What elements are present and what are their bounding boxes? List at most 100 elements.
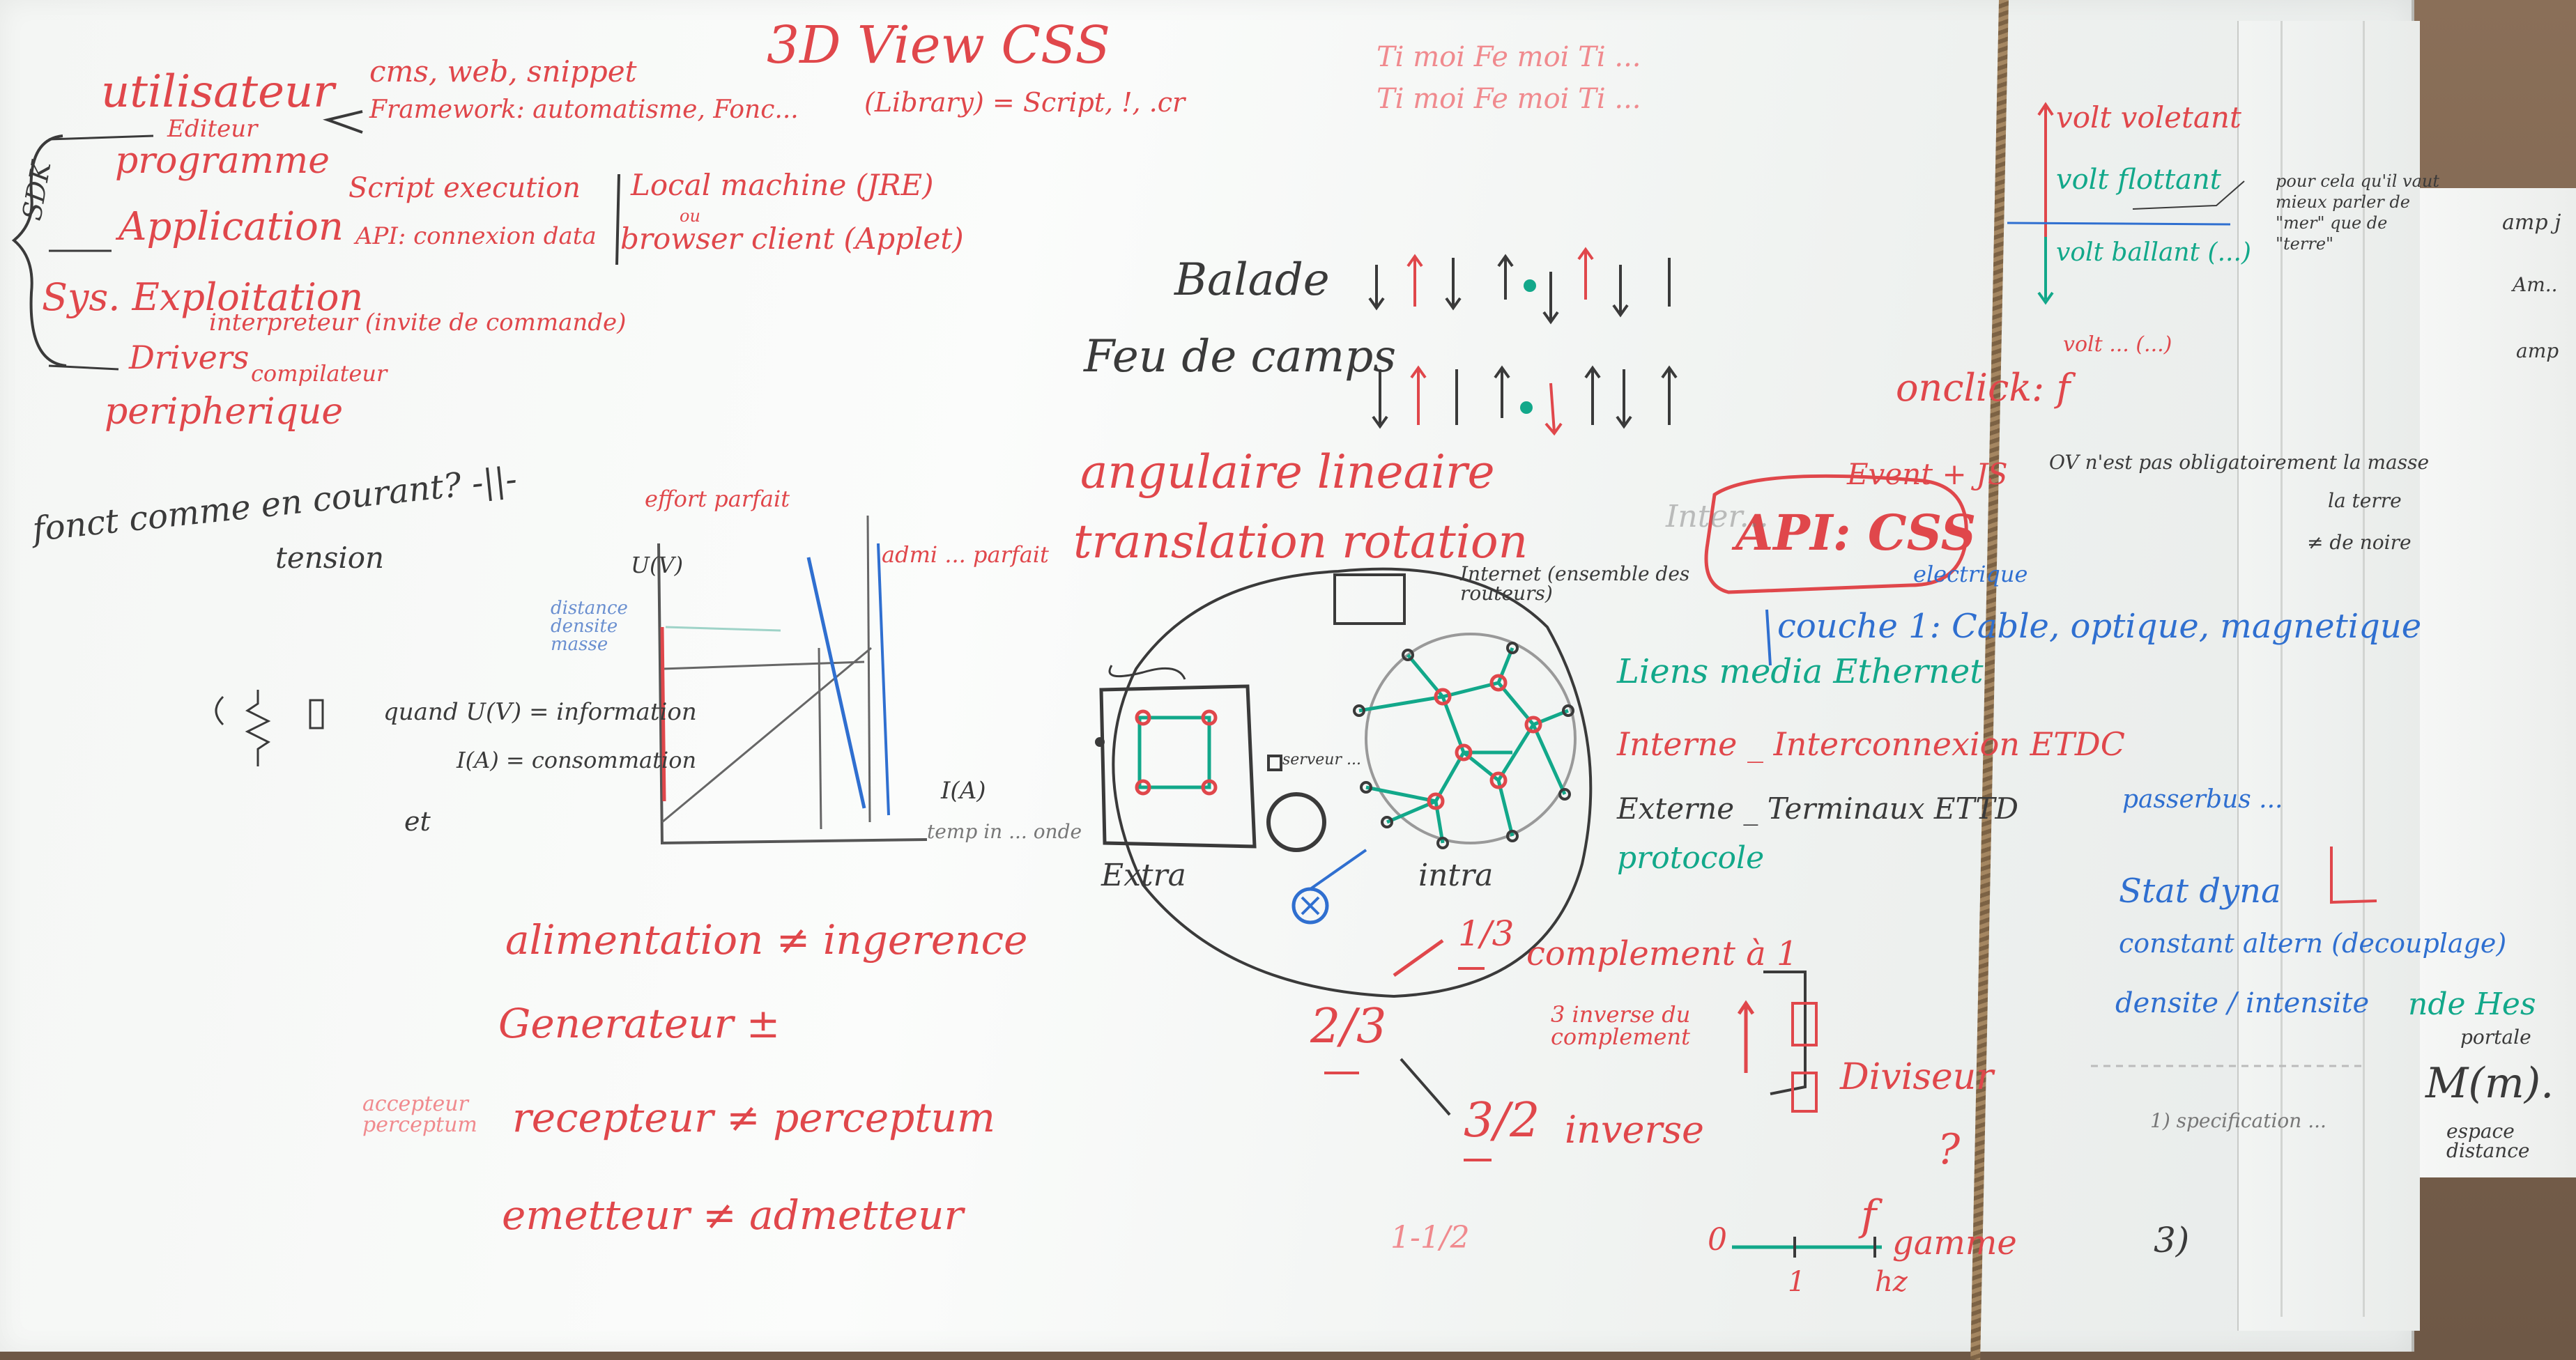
note-api-css: API: CSS [1735,504,1977,562]
frac-three-halves: 3/2 [1464,1093,1540,1148]
note-angulaire: angulaire lineaire [1080,445,1495,499]
note-framework: Framework: automatisme, Fonc... [369,95,799,124]
note-ou: ou [680,206,700,226]
note-event-js: Event + JS [1847,457,2008,491]
note-noir: ≠ de noire [2307,531,2412,554]
note-specification: 1) specification ... [2150,1109,2326,1132]
api-bubble [1704,474,1968,594]
resistor-box [309,699,324,729]
note-admi-parfait: admi ... parfait [882,541,1049,568]
separator-line [615,173,620,265]
chart-blue-line [877,543,890,816]
note-volt-pesant: volt ... (...) [2063,332,2172,357]
note-gamme: gamme [1892,1223,2017,1262]
panel-seam [2363,21,2365,1317]
feu-arrows [1372,365,1678,429]
chart-red-line [660,626,666,802]
frac-line [1393,938,1444,978]
note-protocole: protocole [1617,840,1765,876]
note-editeur: Editeur [167,115,258,143]
note-electrique: electrique [1913,561,2028,587]
label-extra: Extra [1101,858,1186,893]
frac-one-third: 1/3 [1458,913,1515,954]
volt-arrow [2037,102,2054,244]
label-serveur: serveur ... [1282,751,1361,768]
note-effort-parfait: effort parfait [645,486,790,512]
red-corner [2330,847,2377,904]
label-ia: I(A) [941,777,986,805]
extra-network-box [1099,684,1257,849]
gamme-hz: hz [1875,1266,1908,1298]
bracket-blue [1765,609,1772,666]
note-volt-flottant: volt flottant [2056,164,2221,196]
gamme-ticks [1793,1237,1876,1258]
note-alimentation: alimentation ≠ ingerence [505,916,1028,964]
note-diviseur: Diviseur [1840,1056,1994,1098]
blue-x [1301,896,1320,915]
note-externe: Externe _ Terminaux ETTD [1617,791,2019,826]
note-programme: programme [115,140,330,182]
pointer-line [2132,180,2245,210]
divider-resistor [1791,1002,1818,1046]
note-accepteur: accepteur perceptum [362,1092,477,1137]
note-densite: densite / intensite [2115,987,2370,1019]
note-browser-client: browser client (Applet) [620,222,964,256]
teal-dot [1520,401,1533,414]
curve-glyph [215,695,224,726]
note-peripherique: peripherique [105,391,344,433]
note-library: (Library) = Script, !, .cr [864,87,1186,118]
resistor-glyph [245,690,271,766]
frac-line [1400,1058,1451,1116]
note-drivers: Drivers [129,339,250,376]
note-ti-moi-2: Ti moi Fe moi Ti ... [1377,83,1641,115]
note-distance: distance densite masse [551,598,628,655]
note-onclick: onclick: f [1896,366,2071,410]
note-complement: complement à 1 [1526,934,1798,973]
chart-axes [657,543,928,845]
note-interpreteur: interpreteur (invite de commande) [209,309,627,337]
label-intra: intra [1418,858,1494,893]
right-board-panel [2237,21,2420,1331]
note-script-exec: Script execution [348,172,581,204]
note-inverse: inverse [1565,1108,1704,1152]
gamme-f: f [1861,1191,1877,1240]
note-ov: OV n'est pas obligatoirement la masse [2049,451,2430,474]
note-application: Application [118,204,344,249]
intra-circle [1365,633,1577,844]
note-quand-u: quand U(V) = information [383,698,697,726]
frac-one-minus-half: 1-1/2 [1390,1220,1470,1255]
note-mm: M(m). [2425,1059,2554,1108]
title-3d-view: 3D View CSS [767,15,1111,75]
panel-seam [2280,21,2283,1317]
note-portale: portale [2460,1026,2531,1049]
chart-teal-line [665,626,781,632]
whiteboard [0,0,2414,1352]
label-internet: Internet (ensemble des routeurs) [1460,562,1690,605]
serveur-square [1267,755,1282,771]
gamme-one: 1 [1788,1266,1806,1298]
note-balade: Balade [1174,254,1330,306]
note-recepteur: recepteur ≠ perceptum [512,1094,995,1141]
label-uv: U(V) [631,552,684,578]
note-inverse-complement: 3 inverse du complement [1551,1001,1691,1050]
chart-vline [818,647,822,830]
far-right-board [2398,188,2576,1177]
note-passerbus: passerbus ... [2122,785,2283,814]
sdk-bracket [11,134,67,367]
note-tension: tension [275,541,385,575]
bracket-line [48,134,154,141]
chart-blue-line [806,557,866,809]
feu-arrows-red [1410,365,1563,436]
note-local-machine: Local machine (JRE) [631,168,934,202]
note-constant-altern: constant altern (decouplage) [2119,928,2507,959]
client-node [1266,792,1326,852]
note-ti-moi-1: Ti moi Fe moi Ti ... [1377,41,1641,73]
volt-divider [2007,222,2231,226]
teal-dot [1524,279,1536,292]
servers-box [1333,573,1406,625]
extra-inner-square [1137,716,1211,789]
note-interne: Interne _ Interconnexion ETDC [1617,725,2125,763]
note-pour-cela: pour cela qu'il vaut mieux parler de "me… [2276,171,2439,254]
note-generateur: Generateur ± [498,1000,781,1047]
bracket-line [48,364,119,371]
